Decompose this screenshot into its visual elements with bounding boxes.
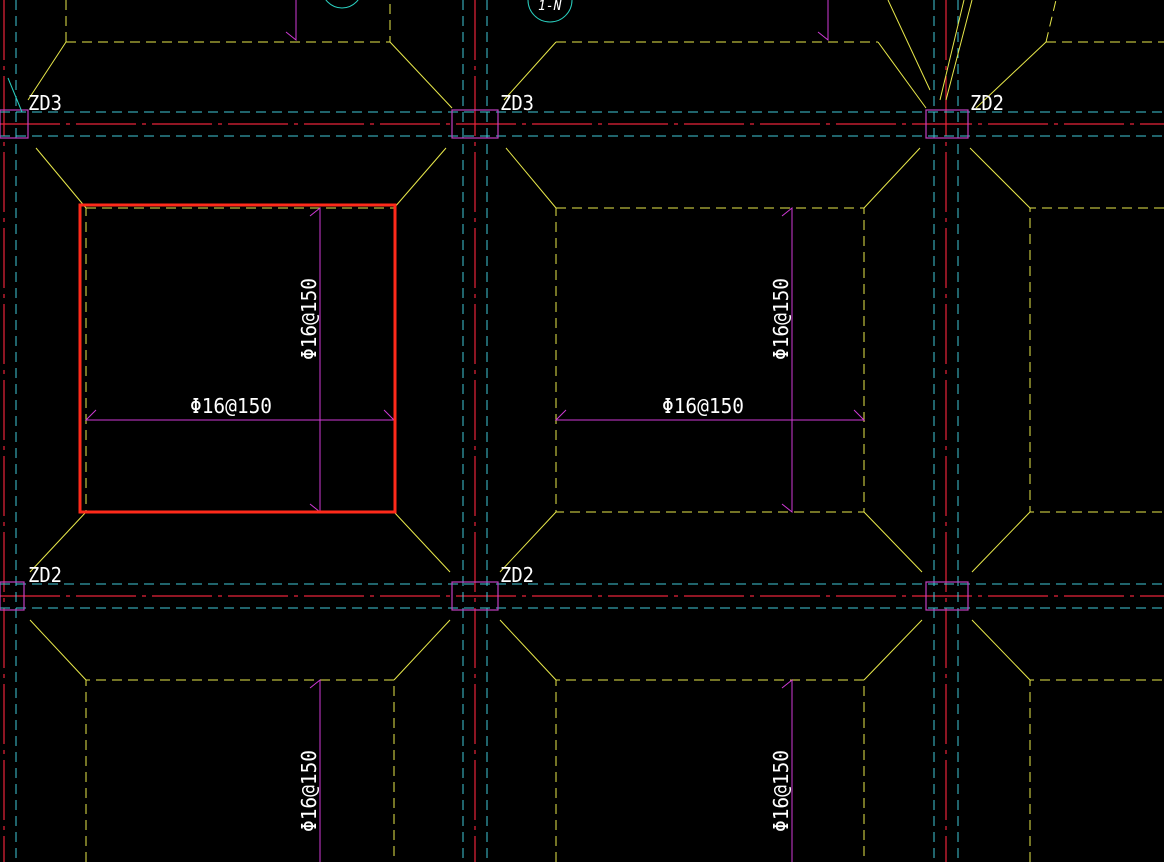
rebar-lines-magenta: [84, 0, 866, 862]
column-caps: [0, 109, 969, 611]
column-cap: [925, 109, 969, 139]
column-labels: ZD3 ZD3 ZD2 ZD2 ZD2: [28, 91, 1004, 587]
rebar-label: Φ16@150: [190, 394, 272, 418]
rebar-labels: Φ16@150 Φ16@150 Φ16@150 Φ16@150 Φ16@150 …: [190, 278, 793, 832]
rebar-label: Φ16@150: [297, 750, 321, 832]
callout-circle: [527, 0, 573, 23]
callout-circles: [7, 0, 573, 113]
slab-outlines-yellow: [65, 0, 1164, 862]
rebar-label: Φ16@150: [297, 278, 321, 360]
column-label: ZD2: [970, 91, 1004, 115]
chamfer-lines-yellow: [27, 0, 1047, 681]
column-label: ZD3: [28, 91, 62, 115]
column-label: ZD2: [500, 563, 534, 587]
column-cap: [925, 581, 969, 611]
rebar-label: Φ16@150: [769, 278, 793, 360]
rebar-label: Φ16@150: [769, 750, 793, 832]
column-cap: [0, 109, 29, 139]
column-label: ZD2: [28, 563, 62, 587]
partial-callout-text: 1-N: [538, 0, 562, 14]
selected-slab-highlight[interactable]: [78, 203, 397, 514]
column-cap: [451, 581, 499, 611]
column-cap: [451, 109, 499, 139]
column-label: ZD3: [500, 91, 534, 115]
callout-circle: [325, 0, 359, 9]
column-cap: [0, 581, 25, 611]
rebar-label: Φ16@150: [662, 394, 744, 418]
